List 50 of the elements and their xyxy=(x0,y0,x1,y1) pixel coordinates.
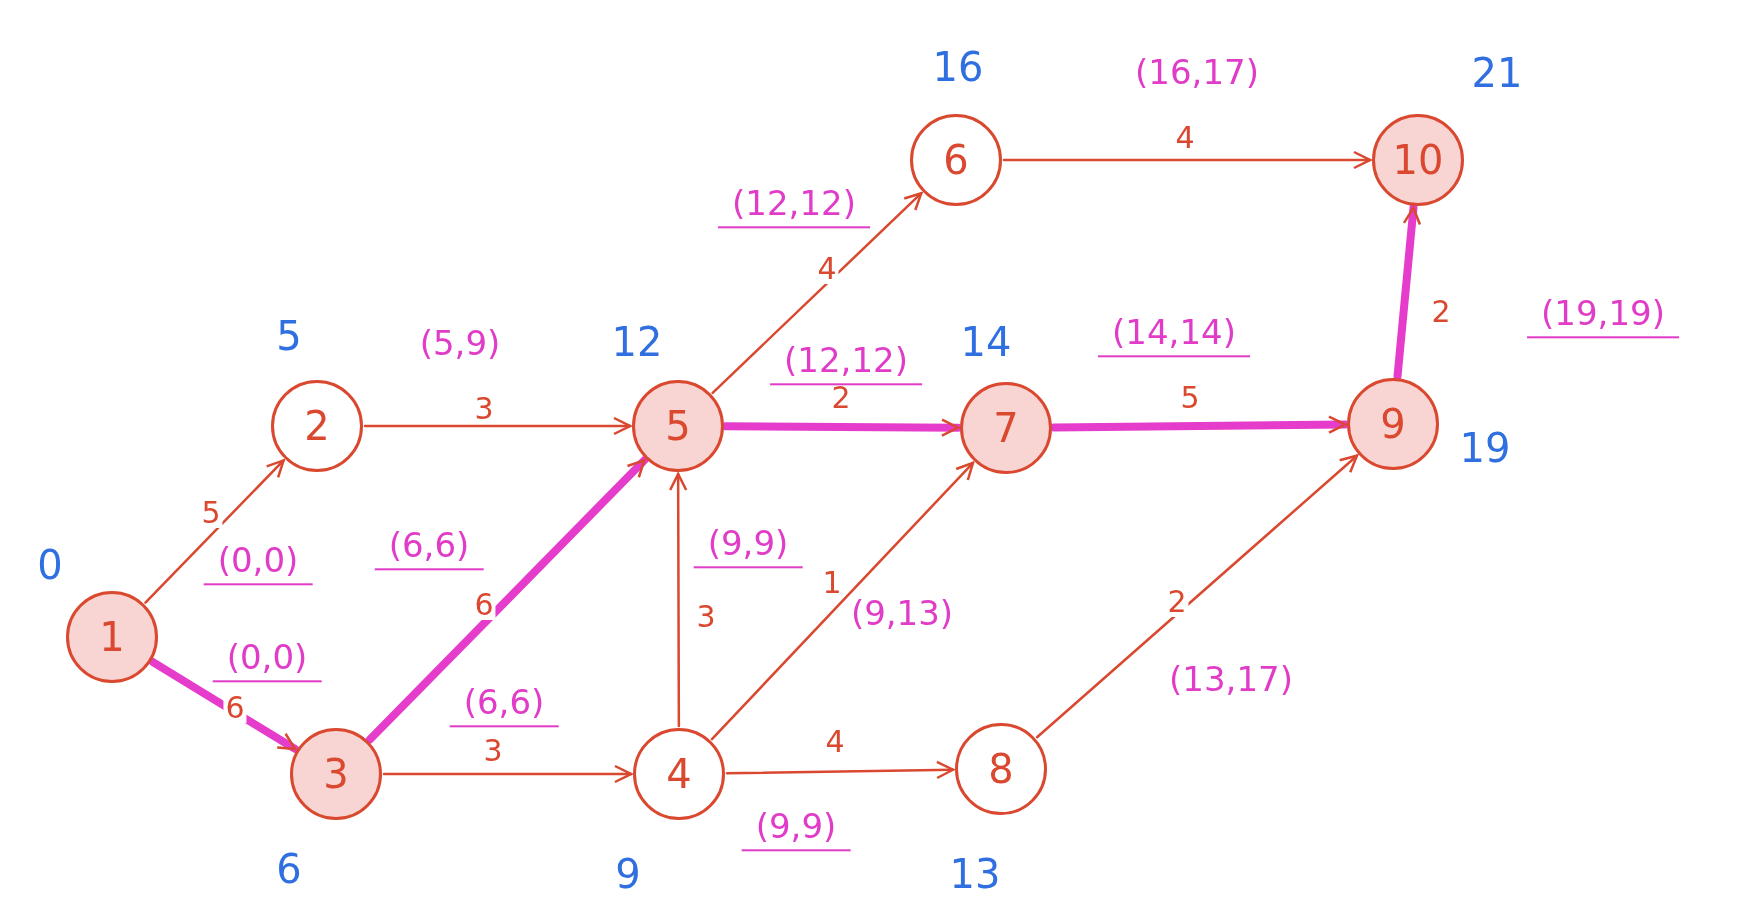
time-pair-label: (12,12) xyxy=(718,185,870,229)
time-pair-label: (19,19) xyxy=(1527,295,1679,339)
node-circle: 3 xyxy=(290,728,382,820)
time-pair-label: (16,17) xyxy=(1135,54,1259,92)
time-pair-label: (12,12) xyxy=(770,342,922,386)
time-pair-label: (9,9) xyxy=(741,808,851,852)
time-pair-label: (5,9) xyxy=(419,325,501,363)
arrow xyxy=(710,461,975,741)
time-pair-label: (0,0) xyxy=(203,542,313,586)
node-circle: 6 xyxy=(910,114,1002,206)
arrow xyxy=(148,658,300,753)
node-circle: 8 xyxy=(955,723,1047,815)
edge-label: 6 xyxy=(223,693,247,723)
node-circle: 10 xyxy=(1372,114,1464,206)
time-pair-label: (13,17) xyxy=(1169,661,1293,699)
time-label: 14 xyxy=(960,319,1012,365)
time-label: 5 xyxy=(276,313,302,359)
arrow xyxy=(382,764,633,784)
time-pair-label: (6,6) xyxy=(374,527,484,571)
time-pair-label: (14,14) xyxy=(1098,314,1250,358)
arrow xyxy=(363,416,632,436)
time-label: 0 xyxy=(37,542,63,588)
time-label: 16 xyxy=(932,44,984,90)
edge-label: 4 xyxy=(815,254,839,284)
time-pair-label: (9,13) xyxy=(850,595,954,633)
arrow xyxy=(668,472,688,728)
time-pair-label: (6,6) xyxy=(449,684,559,728)
node-circle: 5 xyxy=(632,380,724,472)
node-circle: 9 xyxy=(1347,378,1439,470)
time-label: 21 xyxy=(1471,50,1523,96)
node-circle: 1 xyxy=(66,591,158,683)
arrow xyxy=(1393,203,1422,381)
arrow xyxy=(1050,415,1349,434)
node-circle: 7 xyxy=(960,382,1052,474)
arrow xyxy=(1035,454,1359,739)
arrow xyxy=(725,760,955,780)
time-label: 19 xyxy=(1459,425,1511,471)
time-label: 6 xyxy=(276,846,302,892)
arrow xyxy=(1002,150,1372,170)
arrow xyxy=(722,418,962,437)
node-circle: 2 xyxy=(271,380,363,472)
time-pair-label: (0,0) xyxy=(212,639,322,683)
arrow xyxy=(365,456,649,744)
arrow xyxy=(144,459,285,604)
time-label: 12 xyxy=(611,319,663,365)
arrow xyxy=(711,191,923,395)
time-label: 13 xyxy=(949,851,1001,897)
time-pair-label: (9,9) xyxy=(693,525,803,569)
time-label: 9 xyxy=(615,851,641,897)
node-circle: 4 xyxy=(633,728,725,820)
